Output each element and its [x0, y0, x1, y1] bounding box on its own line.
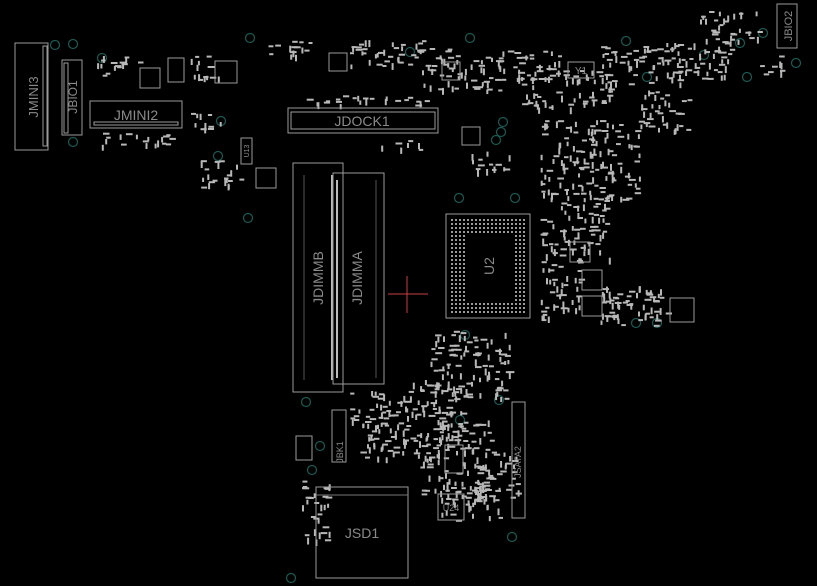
connector-jsd1-label: JSD1 — [345, 525, 379, 541]
connector-jsata2-label: JSATA2 — [513, 446, 523, 478]
slot-jdimmb-label: JDIMMB — [310, 251, 326, 305]
connector-jdock1[interactable]: JDOCK1 — [287, 107, 439, 134]
connector-jbk1[interactable]: JBK1 — [331, 409, 347, 463]
slot-jdimma-label: JDIMMA — [349, 251, 365, 305]
connector-jmini3-label: JMINI3 — [26, 76, 41, 117]
connector-jbk1-label: JBK1 — [335, 441, 345, 463]
chip-u2-label: U2 — [481, 257, 497, 275]
crystal-y1[interactable]: Y1 — [567, 61, 595, 79]
connector-jmini3[interactable]: JMINI3 — [14, 42, 49, 151]
connector-jsd1[interactable]: JSD1 — [315, 486, 409, 579]
cursor-crosshair — [388, 276, 428, 313]
crystal-y1-label: Y1 — [575, 66, 588, 77]
connector-jbio2[interactable]: JBIO2 — [776, 3, 798, 49]
connector-jbio1[interactable]: JBIO1 — [61, 59, 83, 136]
chip-u24-label: U24 — [443, 503, 460, 513]
slot-jdimmb[interactable]: JDIMMB — [292, 162, 344, 393]
connector-jmini2-label: JMINI2 — [114, 107, 159, 123]
chip-u13-label: U13 — [244, 144, 251, 157]
connector-jdock1-label: JDOCK1 — [334, 113, 389, 129]
chip-u2-bga[interactable]: U2 — [445, 213, 531, 319]
connector-jbio2-label: JBIO2 — [783, 11, 795, 42]
connector-jbio1-label: JBIO1 — [66, 80, 80, 114]
smd-pads — [97, 11, 786, 546]
slot-jdimma[interactable]: JDIMMA — [332, 172, 385, 385]
chip-u13[interactable]: U13 — [240, 137, 253, 165]
connector-jsata2[interactable]: JSATA2 — [511, 401, 526, 519]
chip-u24[interactable]: U24 — [437, 493, 465, 521]
mounting-holes — [49, 27, 802, 584]
connector-jmini2[interactable]: JMINI2 — [89, 100, 183, 129]
small-chips — [139, 52, 695, 474]
